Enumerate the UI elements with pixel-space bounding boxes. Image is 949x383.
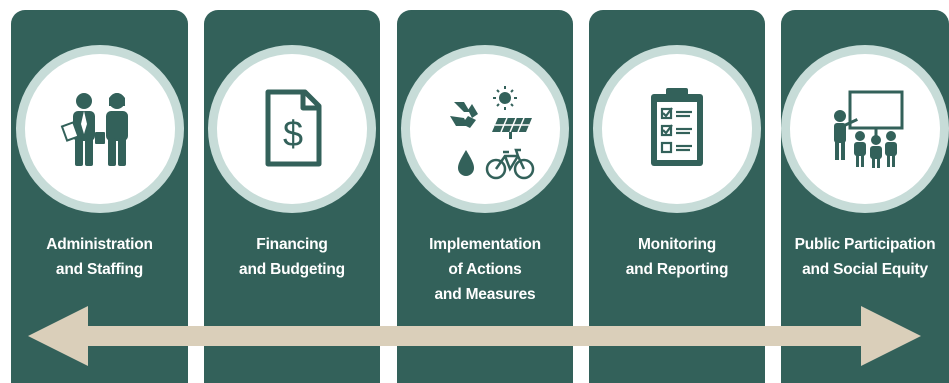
sun-icon	[493, 86, 517, 110]
panel-financing-budgeting: $ Financing and Budgeting	[204, 10, 380, 383]
business-people-icon	[60, 93, 128, 166]
recycle-icon	[450, 102, 478, 128]
icon-circle	[410, 54, 560, 204]
panel-implementation: Implementation of Actions and Measures	[397, 10, 573, 383]
solar-panel-icon	[492, 117, 532, 139]
panel-public-participation: Public Participation and Social Equity	[781, 10, 949, 383]
sustainability-icons	[450, 86, 535, 180]
label-line: and Social Equity	[802, 261, 928, 278]
label-line: and Staffing	[55, 261, 144, 278]
label-line: Financing	[256, 236, 328, 253]
water-drop-icon	[458, 150, 474, 176]
label-line: and Budgeting	[239, 261, 345, 278]
panel-monitoring-reporting: Monitoring and Reporting	[589, 10, 765, 383]
bicycle-icon	[485, 148, 535, 180]
icon-circle	[790, 54, 940, 204]
icon-circle	[24, 54, 175, 204]
clipboard-checklist-icon	[651, 88, 703, 166]
public-meeting-icon	[834, 90, 904, 168]
panel-label: Monitoring and Reporting	[589, 232, 765, 282]
panel-label: Financing and Budgeting	[204, 232, 380, 282]
label-line: Monitoring	[637, 236, 717, 253]
double-headed-arrow	[28, 306, 921, 366]
label-line: Public Participation	[794, 236, 936, 253]
label-line: Administration	[46, 236, 153, 253]
dollar-document-icon: $	[265, 89, 322, 167]
label-line: and Reporting	[625, 261, 729, 278]
icon-circle	[602, 54, 752, 204]
icon-circle: $	[217, 54, 367, 204]
svg-text:$: $	[283, 113, 303, 154]
panel-label: Public Participation and Social Equity	[781, 232, 949, 282]
label-line: Implementation	[429, 236, 541, 253]
panel-label: Administration and Staffing	[11, 232, 188, 282]
panel-label: Implementation of Actions and Measures	[397, 232, 573, 307]
label-line: of Actions	[448, 261, 522, 278]
panel-administration-staffing: Administration and Staffing	[11, 10, 188, 383]
label-line: and Measures	[434, 286, 536, 303]
arrow-shape	[28, 306, 921, 366]
